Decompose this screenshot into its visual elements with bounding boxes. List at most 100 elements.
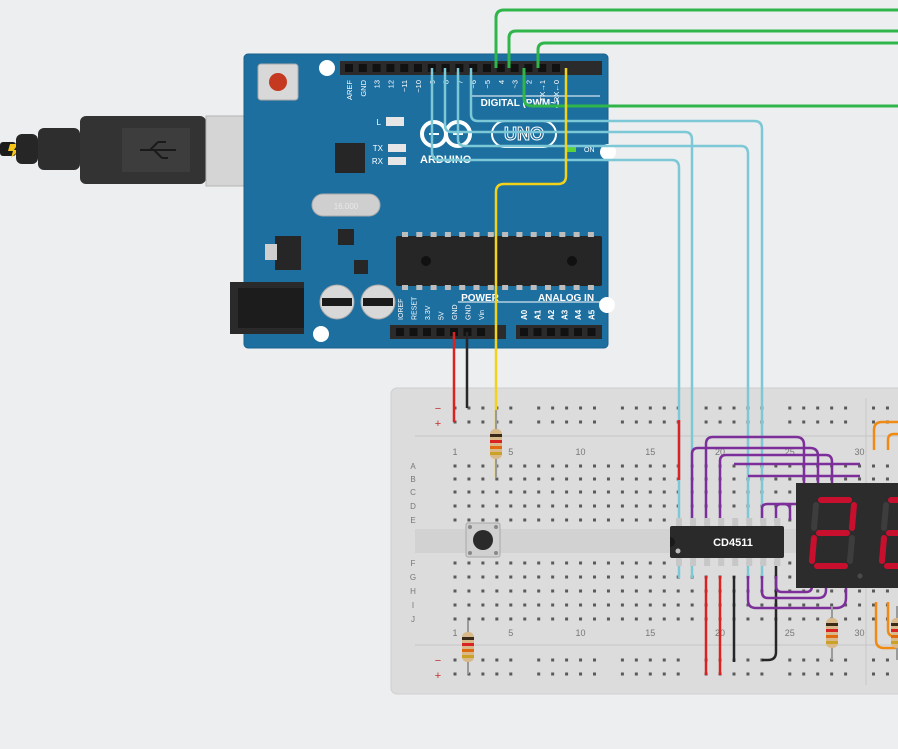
column-label: 20 <box>715 447 725 457</box>
cd4511-chip[interactable]: CD4511 <box>670 518 784 566</box>
header-pin-hole[interactable] <box>345 64 353 72</box>
led-l <box>386 117 404 126</box>
resistors[interactable] <box>462 410 898 674</box>
segment-f <box>811 502 819 531</box>
resistor[interactable] <box>826 606 838 660</box>
column-label: 15 <box>645 447 655 457</box>
segment-e <box>879 535 887 564</box>
header-pin-hole[interactable] <box>423 328 431 336</box>
row-label: J <box>411 615 415 624</box>
header-pin-hole[interactable] <box>469 64 478 72</box>
wire-red-chip[interactable] <box>704 576 722 675</box>
header-pin-hole[interactable] <box>396 328 404 336</box>
chip-pins <box>676 518 781 566</box>
push-button-cap[interactable] <box>473 530 493 550</box>
power-pin-label: IOREF <box>398 299 405 320</box>
led-tx-label: TX <box>373 144 384 153</box>
analog-pin-label: A2 <box>547 309 556 320</box>
analog-pin-label: A4 <box>574 309 583 320</box>
digital-pin-label: ~5 <box>483 80 492 89</box>
wire-cyan-10[interactable] <box>443 68 694 578</box>
on-led <box>566 146 576 152</box>
header-pin-hole[interactable] <box>533 328 542 336</box>
mount-hole <box>319 60 335 76</box>
header-pin-hole[interactable] <box>510 64 519 72</box>
analog-pin-label: A3 <box>561 309 570 320</box>
digital-pin-label: 13 <box>373 80 382 88</box>
column-label: 5 <box>508 447 513 457</box>
power-pin-label: GND <box>452 304 459 320</box>
power-label: POWER <box>461 293 500 304</box>
seven-segment-display-2[interactable] <box>868 483 898 588</box>
purple-wires[interactable] <box>690 435 860 610</box>
wire-cyan-9[interactable] <box>456 68 750 578</box>
header-pin-hole[interactable] <box>414 64 422 72</box>
power-pin-label: 3.3V <box>425 305 432 320</box>
led-rx <box>388 157 406 165</box>
rail-plus-label: + <box>435 418 441 430</box>
green-wires[interactable] <box>494 8 898 108</box>
header-pin-hole[interactable] <box>560 328 569 336</box>
header-pin-hole[interactable] <box>574 328 582 336</box>
row-label: E <box>410 516 415 525</box>
header-pin-hole[interactable] <box>496 64 505 72</box>
orange-wires[interactable] <box>872 420 898 650</box>
digital-pin-label: 4 <box>497 80 506 84</box>
row-label: C <box>410 488 416 497</box>
mount-hole <box>600 144 616 160</box>
power-pin-label: GND <box>466 304 473 320</box>
display-digit-1 <box>809 497 857 569</box>
header-pin-hole[interactable] <box>538 64 547 72</box>
header-pin-hole[interactable] <box>477 328 485 336</box>
wire-cyan-11[interactable] <box>430 68 681 578</box>
wire-green-d7[interactable] <box>494 8 898 68</box>
row-label: B <box>410 475 415 484</box>
wire-green-d6[interactable] <box>507 29 898 68</box>
header-pin-hole[interactable] <box>436 328 445 336</box>
header-pin-hole[interactable] <box>386 64 395 72</box>
header-pin-hole[interactable] <box>455 64 464 72</box>
header-pin-hole[interactable] <box>524 64 533 72</box>
digital-pin-label: ~10 <box>414 80 423 93</box>
header-pin-hole[interactable] <box>520 328 528 336</box>
wire-green-d4[interactable] <box>536 41 898 68</box>
seven-segment-display[interactable] <box>796 483 868 588</box>
header-pin-hole[interactable] <box>400 64 409 72</box>
cd4511-body <box>670 526 784 558</box>
resistor[interactable] <box>462 620 474 674</box>
voltage-regulator <box>275 236 301 270</box>
analog-pin-label: A1 <box>534 309 543 320</box>
mount-hole <box>313 326 329 342</box>
cyan-wires[interactable] <box>430 68 764 578</box>
resistor[interactable] <box>490 410 502 478</box>
header-pin-hole[interactable] <box>372 64 381 72</box>
header-pin-hole[interactable] <box>547 328 555 336</box>
row-label: A <box>410 462 416 471</box>
digital-pin-label: 2 <box>524 80 533 84</box>
header-pin-hole[interactable] <box>587 328 596 336</box>
header-pin-hole[interactable] <box>358 64 367 72</box>
column-label: 5 <box>508 628 513 638</box>
wire-yellow-pin2[interactable] <box>494 68 568 478</box>
column-label: 30 <box>855 447 865 457</box>
wire-cyan-8[interactable] <box>469 68 764 578</box>
usb-icon <box>140 141 176 159</box>
digital-pin-label: ~11 <box>400 80 409 92</box>
reset-button-cap[interactable] <box>269 73 287 91</box>
analog-pin-label: A0 <box>520 309 529 320</box>
push-button[interactable] <box>465 522 501 558</box>
header-pin-hole[interactable] <box>483 64 491 72</box>
header-pin-hole[interactable] <box>552 64 560 72</box>
wire-green-d5[interactable] <box>522 68 898 108</box>
header-pin-hole[interactable] <box>409 328 418 336</box>
column-label: 10 <box>576 447 586 457</box>
on-label: ON <box>584 147 595 154</box>
wire-black-display-gnd[interactable] <box>762 520 778 662</box>
resistor[interactable] <box>891 606 898 660</box>
digital-pin-label: AREF <box>345 80 354 100</box>
led-l-label: L <box>377 118 382 127</box>
